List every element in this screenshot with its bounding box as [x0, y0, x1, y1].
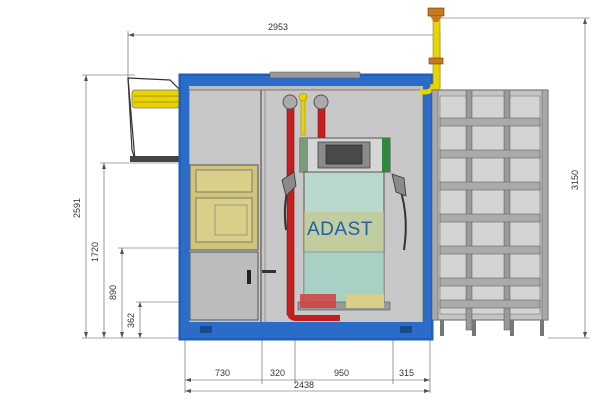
dim-label-320: 320 [270, 368, 285, 378]
arrow [128, 33, 134, 37]
roof-railing [127, 77, 183, 162]
arrow [84, 332, 88, 338]
arrow [102, 332, 106, 338]
corner-post-left [181, 76, 189, 338]
dim-label-890: 890 [108, 285, 118, 300]
vent-pipe [432, 11, 441, 93]
arrow [185, 389, 191, 393]
nozzle-right [391, 173, 407, 197]
arrow [185, 378, 191, 382]
dim-label-950: 950 [334, 368, 349, 378]
arrow [583, 18, 587, 24]
arrow [138, 302, 142, 307]
red-pipe-left [286, 99, 295, 316]
dispenser-display [325, 144, 363, 165]
container-base [181, 322, 431, 338]
nozzles [281, 171, 407, 251]
arrow [120, 332, 124, 338]
green-stripe [382, 138, 390, 172]
dispenser-brand-label: ADAST [307, 219, 373, 240]
red-pipe-bottom [287, 311, 340, 321]
dispenser-base [297, 301, 391, 311]
container-top-rail [181, 76, 431, 86]
vent-valve [428, 57, 444, 65]
yellow-handrail [131, 89, 181, 109]
nozzle-left [281, 171, 297, 197]
dim-label-top: 2953 [268, 22, 288, 32]
dim-label-2438: 2438 [294, 380, 314, 390]
technical-room-door [189, 251, 259, 321]
door-handle [247, 270, 251, 284]
arrow [102, 163, 106, 169]
dim-label-730: 730 [215, 368, 230, 378]
dim-label-315: 315 [399, 368, 414, 378]
dim-label-1720: 1720 [90, 242, 100, 262]
side-rack [431, 89, 549, 336]
vent-cap-top [427, 7, 445, 17]
fuel-dispenser: ADAST [297, 137, 391, 311]
arrow [120, 248, 124, 254]
arrow [583, 332, 587, 338]
dim-label-right: 3150 [570, 170, 580, 190]
corner-post-right [423, 76, 431, 338]
arrow [424, 389, 430, 393]
dim-label-362: 362 [126, 313, 136, 328]
arrow [84, 75, 88, 81]
dim-label-2591: 2591 [72, 198, 82, 218]
arrow [424, 378, 430, 382]
arrow [138, 333, 142, 338]
vent-stack [420, 7, 445, 95]
fuel-pipes [282, 92, 340, 321]
